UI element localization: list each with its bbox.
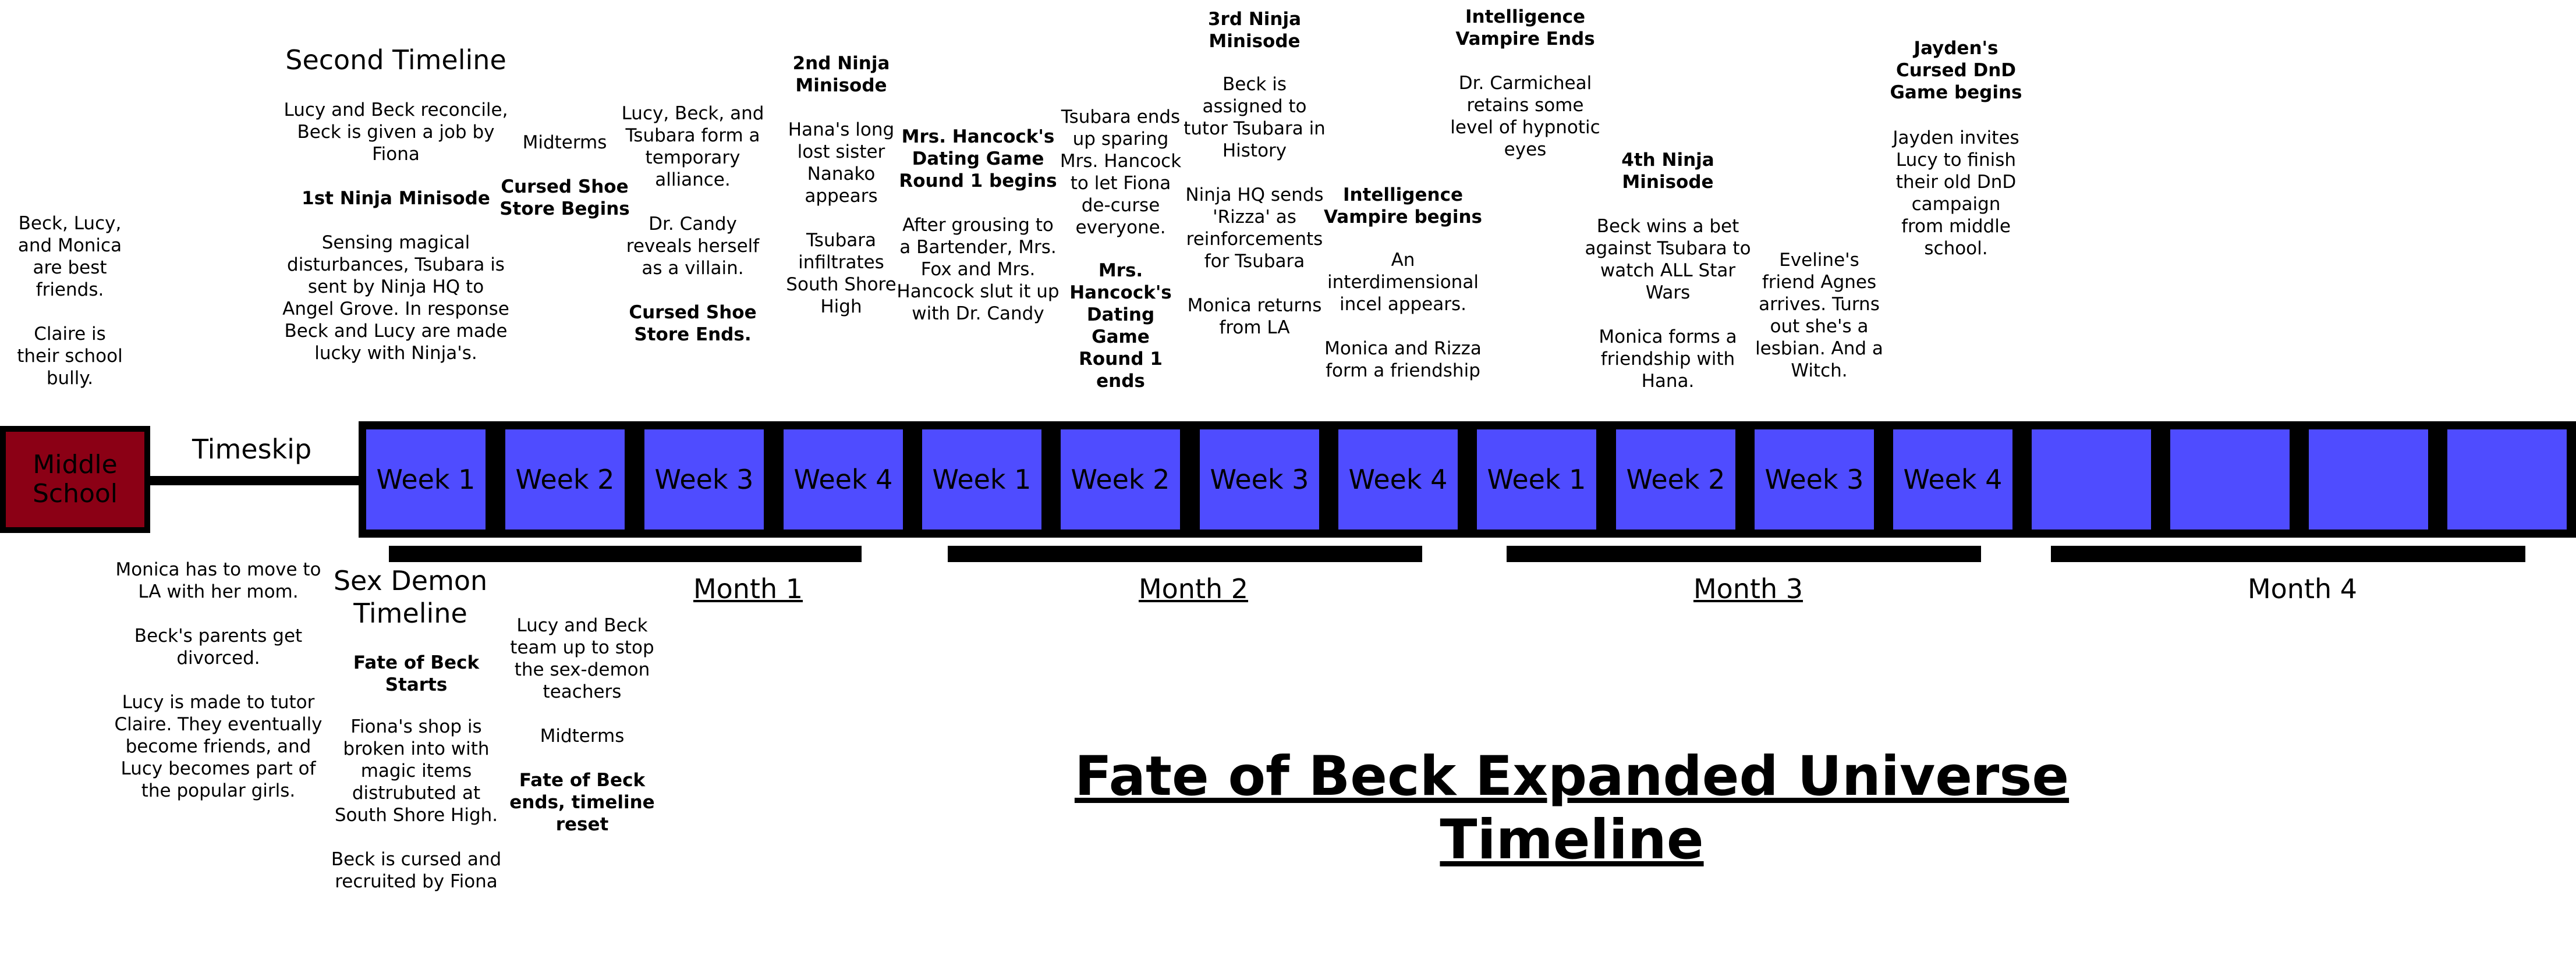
intelligence-vampire-ends: Intelligence Vampire Ends <box>1455 6 1595 49</box>
page-title: Fate of Beck Expanded Universe Timeline <box>1074 745 2070 872</box>
week-box: Week 4 <box>784 429 903 530</box>
week-box: Week 1 <box>922 429 1041 530</box>
middle-school-label: Middle School <box>32 450 118 509</box>
week-box: Week 3 <box>644 429 764 530</box>
note-reconcile: Lucy and Beck reconcile, Beck is given a… <box>284 100 508 165</box>
week-box <box>2309 429 2428 530</box>
week-box: Week 1 <box>1477 429 1596 530</box>
ninja4-title: 4th Ninja Minisode <box>1621 150 1714 193</box>
month-bar-1 <box>389 546 862 562</box>
note-ninja3: Beck is assigned to tutor Tsubara in His… <box>1184 74 1326 338</box>
hancock-round1-ends: Mrs. Hancock's Dating Game Round 1 ends <box>1069 260 1172 392</box>
ninja1-title: 1st Ninja Minisode <box>302 188 490 209</box>
month-label-4: Month 4 <box>2247 573 2358 605</box>
week-box: Week 2 <box>1061 429 1180 530</box>
month-label-1: Month 1 <box>693 573 803 605</box>
week-box: Week 4 <box>1338 429 1458 530</box>
timeskip-connector <box>149 476 361 485</box>
fate-of-beck-starts: Fate of Beck Starts <box>353 652 480 695</box>
note-vampire-begins: An interdimensional incel appears. Monic… <box>1324 250 1482 381</box>
week-box <box>2170 429 2290 530</box>
note-best-friends: Beck, Lucy, and Monica are best friends.… <box>17 213 123 389</box>
month-bar-3 <box>1507 546 1981 562</box>
timeskip-label: Timeskip <box>192 433 312 465</box>
month-label-2: Month 2 <box>1138 573 1249 605</box>
week-box: Week 4 <box>1893 429 2012 530</box>
note-midterms-top: Midterms <box>522 132 607 153</box>
month-bar-2 <box>948 546 1422 562</box>
ninja3-title: 3rd Ninja Minisode <box>1207 9 1302 52</box>
note-ninja4: Beck wins a bet against Tsubara to watch… <box>1585 216 1751 392</box>
fate-of-beck-ends: Fate of Beck ends, timeline reset <box>509 770 655 835</box>
jayden-title: Jayden's Cursed DnD Game begins <box>1890 38 2022 103</box>
ninja2-title: 2nd Ninja Minisode <box>792 53 890 96</box>
week-box: Week 3 <box>1755 429 1874 530</box>
note-ninja2: Hana's long lost sister Nanako appears T… <box>786 119 897 317</box>
note-jayden: Jayden invites Lucy to finish their old … <box>1893 127 2019 259</box>
month-bar-4 <box>2051 546 2525 562</box>
week-box: Week 3 <box>1200 429 1319 530</box>
cursed-shoe-ends: Cursed Shoe Store Ends. <box>629 302 757 345</box>
note-vampire-ends: Dr. Carmicheal retains some level of hyp… <box>1450 73 1600 160</box>
note-fiona-shop: Fiona's shop is broken into with magic i… <box>331 716 502 892</box>
sex-demon-heading: Sex Demon Timeline <box>333 565 488 629</box>
second-timeline-heading: Second Timeline <box>285 44 506 76</box>
note-monica-la: Monica has to move to LA with her mom. B… <box>114 559 323 801</box>
note-ninja1: Sensing magical disturbances, Tsubara is… <box>282 232 509 364</box>
week-box: Week 2 <box>505 429 625 530</box>
note-team-up: Lucy and Beck team up to stop the sex-de… <box>510 615 654 747</box>
note-grousing: After grousing to a Bartender, Mrs. Fox … <box>897 215 1060 324</box>
month-label-3: Month 3 <box>1693 573 1803 605</box>
week-box: Week 2 <box>1616 429 1735 530</box>
week-box: Week 1 <box>366 429 486 530</box>
week-box <box>2447 429 2567 530</box>
hancock-round1-begins: Mrs. Hancock's Dating Game Round 1 begin… <box>899 126 1057 191</box>
intelligence-vampire-begins: Intelligence Vampire begins <box>1324 184 1482 228</box>
note-sparing: Tsubara ends up sparing Mrs. Hancock to … <box>1060 106 1182 238</box>
note-eveline: Eveline's friend Agnes arrives. Turns ou… <box>1755 250 1883 381</box>
note-alliance: Lucy, Beck, and Tsubara form a temporary… <box>621 103 764 279</box>
cursed-shoe-begins: Cursed Shoe Store Begins <box>499 176 630 219</box>
week-box <box>2032 429 2151 530</box>
middle-school-box: Middle School <box>0 426 150 533</box>
